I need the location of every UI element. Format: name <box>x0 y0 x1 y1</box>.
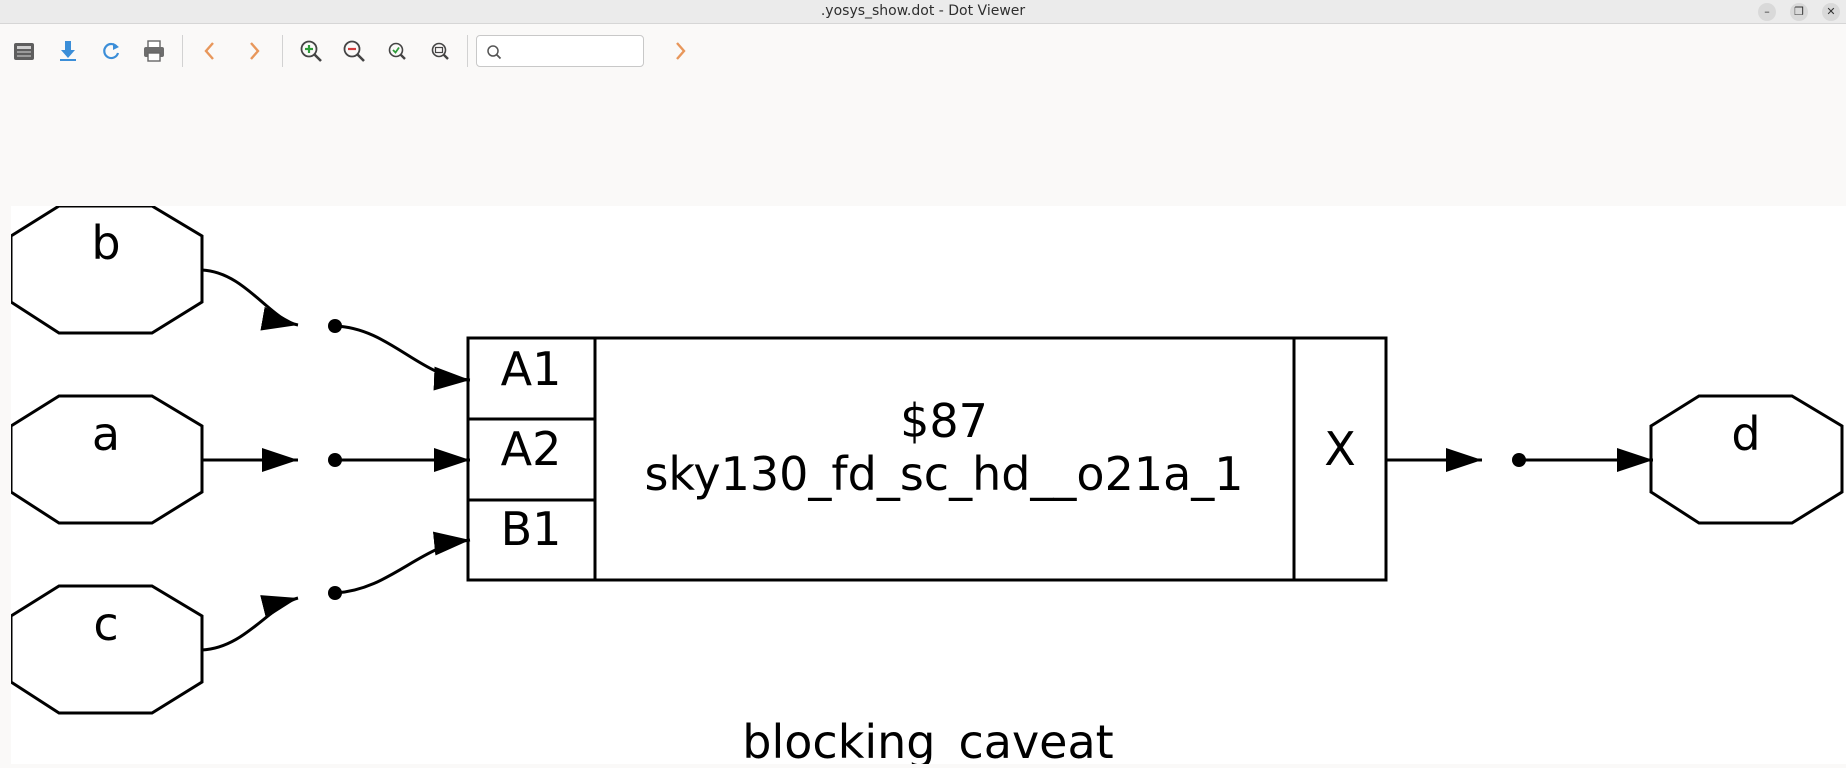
find-next-icon <box>676 42 686 60</box>
zoom-in-icon <box>300 40 322 62</box>
cell-id-label: $87 <box>900 394 988 448</box>
module-name-label: blocking_caveat <box>742 715 1113 764</box>
search-input[interactable] <box>507 41 641 63</box>
save-icon <box>60 41 76 61</box>
output-label-d: d <box>1731 407 1760 461</box>
edge-c-to-junction <box>201 595 299 652</box>
print-icon <box>144 40 164 62</box>
find-next-button[interactable] <box>664 35 696 67</box>
input-label-a: a <box>92 407 120 461</box>
open-icon <box>14 43 34 60</box>
graph-canvas[interactable]: b a c d A1 A2 B1 $87 sky130_fd_s <box>9 204 1846 768</box>
input-node-a[interactable]: a <box>9 394 204 525</box>
input-node-c[interactable]: c <box>9 584 204 715</box>
back-icon <box>204 42 214 60</box>
junction-dot-c <box>328 586 342 600</box>
zoom-out-icon <box>343 40 365 62</box>
input-label-c: c <box>93 597 118 651</box>
output-node-d[interactable]: d <box>1649 394 1844 525</box>
junction-dot-b <box>328 319 342 333</box>
save-button[interactable] <box>52 35 84 67</box>
graph-svg: b a c d A1 A2 B1 $87 sky130_fd_s <box>9 204 1844 768</box>
zoom-in-button[interactable] <box>295 35 327 67</box>
port-label-b1: B1 <box>501 502 562 556</box>
zoom-out-button[interactable] <box>338 35 370 67</box>
edge-b-to-junction <box>201 268 299 331</box>
input-label-b: b <box>91 216 120 270</box>
junction-dot-a <box>328 453 342 467</box>
port-label-a1: A1 <box>501 342 562 396</box>
edge-junction-to-b1 <box>334 531 471 595</box>
edges <box>201 268 1653 652</box>
restore-button[interactable]: ❐ <box>1790 3 1808 21</box>
reload-button[interactable] <box>95 35 127 67</box>
forward-icon <box>250 42 260 60</box>
zoom-100-icon <box>431 42 449 60</box>
toolbar-separator <box>467 35 468 67</box>
window-title: .yosys_show.dot - Dot Viewer <box>820 3 1026 19</box>
forward-button[interactable] <box>238 35 270 67</box>
search-box[interactable] <box>476 35 644 67</box>
minimize-button[interactable]: – <box>1758 3 1776 21</box>
toolbar-separator <box>282 35 283 67</box>
back-button[interactable] <box>194 35 226 67</box>
cell-node[interactable]: A1 A2 B1 $87 sky130_fd_sc_hd__o21a_1 X <box>466 336 1388 582</box>
input-node-b[interactable]: b <box>9 204 204 335</box>
search-icon <box>487 45 502 60</box>
zoom-fit-icon <box>388 42 406 60</box>
junction-dot-d <box>1512 453 1526 467</box>
cell-type-label: sky130_fd_sc_hd__o21a_1 <box>644 447 1243 501</box>
open-button[interactable] <box>8 35 40 67</box>
zoom-100-button[interactable] <box>424 35 456 67</box>
close-button[interactable]: ✕ <box>1822 3 1840 21</box>
window-titlebar: .yosys_show.dot - Dot Viewer – ❐ ✕ <box>0 0 1846 24</box>
print-button[interactable] <box>138 35 170 67</box>
toolbar <box>0 25 1846 79</box>
port-label-a2: A2 <box>501 422 562 476</box>
reload-icon <box>103 42 120 60</box>
toolbar-separator <box>182 35 183 67</box>
zoom-fit-button[interactable] <box>381 35 413 67</box>
edge-junction-to-a1 <box>334 324 471 391</box>
port-label-x: X <box>1324 422 1356 476</box>
